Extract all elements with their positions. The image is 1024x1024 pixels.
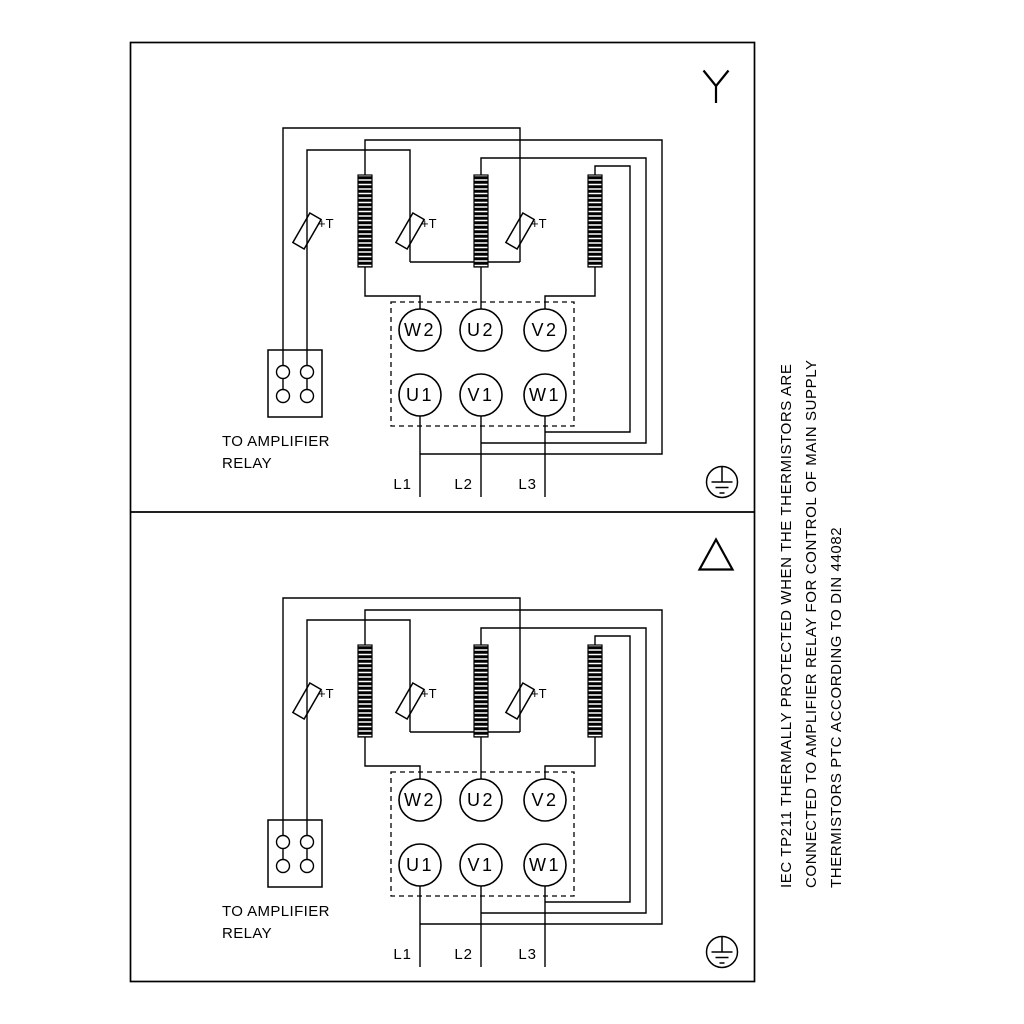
terminal-u2 [459, 778, 503, 822]
terminal-w1 [523, 843, 567, 887]
relay-contact-4 [299, 388, 315, 404]
thermistor-1-symbol [291, 682, 323, 720]
thermistor-2-label: +T [421, 216, 437, 231]
terminal-w2-label: W2 [404, 320, 436, 340]
relay-caption-line1: TO AMPLIFIER [222, 903, 330, 920]
thermistor-1-label: +T [318, 686, 334, 701]
thermistor-3-symbol [504, 212, 536, 250]
earth-ground-icon [705, 465, 739, 499]
motor-winding-2 [473, 644, 489, 738]
side-note-line2: CONNECTED TO AMPLIFIER RELAY FOR CONTROL… [803, 359, 820, 888]
panel-delta-connection: +T +T +T W2 U2 V2 U1 V1 W1 TO AMPLIFIER … [222, 537, 739, 969]
relay-caption-line2: RELAY [222, 455, 272, 472]
terminal-v2-label: V2 [531, 790, 558, 810]
terminal-u1 [398, 373, 442, 417]
terminal-v1 [459, 843, 503, 887]
thermistor-2-symbol [394, 212, 426, 250]
terminal-w2 [398, 308, 442, 352]
supply-l1-label: L1 [393, 476, 412, 493]
supply-l2-label: L2 [454, 946, 473, 963]
terminal-v2-label: V2 [531, 320, 558, 340]
relay-terminal-block [267, 819, 323, 888]
terminal-u1-label: U1 [406, 385, 434, 405]
supply-l1-label: L1 [393, 946, 412, 963]
wiring-lines [282, 597, 663, 967]
relay-contact-2 [299, 834, 315, 850]
relay-caption-line2: RELAY [222, 925, 272, 942]
relay-terminal-block [267, 349, 323, 418]
terminal-u2-label: U2 [467, 790, 495, 810]
terminal-v2 [523, 308, 567, 352]
side-note-line3: THERMISTORS PTC ACCORDING TO DIN 44082 [828, 527, 845, 888]
terminal-v2 [523, 778, 567, 822]
relay-contact-4 [299, 858, 315, 874]
terminal-v1-label: V1 [467, 385, 494, 405]
panel-star-connection: +T +T +T W2 U2 V2 U1 V1 W1 TO AMPLIFIER … [222, 69, 739, 499]
terminal-v1-label: V1 [467, 855, 494, 875]
terminal-u1 [398, 843, 442, 887]
motor-winding-1 [357, 644, 373, 738]
terminal-u2-label: U2 [467, 320, 495, 340]
relay-contact-3 [275, 858, 291, 874]
motor-winding-3 [587, 174, 603, 268]
terminal-w2 [398, 778, 442, 822]
supply-l3-label: L3 [518, 476, 537, 493]
relay-contact-1 [275, 834, 291, 850]
thermistor-3-label: +T [531, 216, 547, 231]
terminal-w1 [523, 373, 567, 417]
relay-contact-2 [299, 364, 315, 380]
supply-l2-label: L2 [454, 476, 473, 493]
side-note-line1: IEC TP211 THERMALLY PROTECTED WHEN THE T… [778, 364, 795, 888]
relay-caption-line1: TO AMPLIFIER [222, 433, 330, 450]
thermistor-1-symbol [291, 212, 323, 250]
terminal-w2-label: W2 [404, 790, 436, 810]
thermistor-2-symbol [394, 682, 426, 720]
terminal-w1-label: W1 [529, 855, 561, 875]
motor-winding-1 [357, 174, 373, 268]
terminal-v1 [459, 373, 503, 417]
terminal-box [390, 771, 575, 897]
relay-contact-1 [275, 364, 291, 380]
terminal-w1-label: W1 [529, 385, 561, 405]
terminal-u1-label: U1 [406, 855, 434, 875]
earth-ground-icon [705, 935, 739, 969]
side-note: IEC TP211 THERMALLY PROTECTED WHEN THE T… [778, 359, 845, 888]
motor-winding-2 [473, 174, 489, 268]
terminal-box [390, 301, 575, 427]
thermistor-3-label: +T [531, 686, 547, 701]
star-connection-icon [702, 69, 730, 103]
thermistor-3-symbol [504, 682, 536, 720]
thermistor-2-label: +T [421, 686, 437, 701]
supply-l3-label: L3 [518, 946, 537, 963]
thermistor-1-label: +T [318, 216, 334, 231]
motor-winding-3 [587, 644, 603, 738]
relay-contact-3 [275, 388, 291, 404]
delta-connection-icon [697, 537, 735, 571]
wiring-lines [282, 127, 663, 497]
terminal-u2 [459, 308, 503, 352]
